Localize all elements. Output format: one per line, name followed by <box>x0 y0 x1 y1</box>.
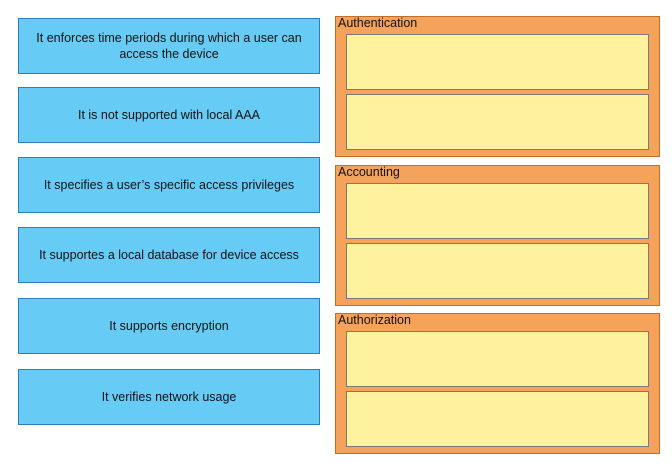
drop-slot[interactable] <box>346 331 649 387</box>
answer-item-label: It specifies a user’s specific access pr… <box>43 178 295 192</box>
drop-slot[interactable] <box>346 183 649 239</box>
drop-slot[interactable] <box>346 94 649 150</box>
drop-slot[interactable] <box>346 34 649 90</box>
drop-slot[interactable] <box>346 391 649 447</box>
answer-item-network-usage[interactable]: It verifies network usage <box>18 369 320 425</box>
target-group-authorization: Authorization <box>335 313 660 454</box>
answer-item-label: It supports encryption <box>109 319 229 333</box>
answer-item-label: It verifies network usage <box>101 390 237 404</box>
answer-item-label: It is not supported with local AAA <box>77 108 261 122</box>
answer-item-label: It enforces time periods during which a … <box>36 31 302 61</box>
answer-item-not-supported-local-aaa[interactable]: It is not supported with local AAA <box>18 87 320 143</box>
answer-item-time-periods[interactable]: It enforces time periods during which a … <box>18 18 320 74</box>
drop-slot[interactable] <box>346 243 649 299</box>
answer-item-label: It supportes a local database for device… <box>39 248 299 262</box>
group-label: Authentication <box>338 16 418 30</box>
target-group-accounting: Accounting <box>335 165 660 306</box>
answer-item-encryption[interactable]: It supports encryption <box>18 298 320 354</box>
group-label: Accounting <box>338 165 400 179</box>
target-group-authentication: Authentication <box>335 16 660 157</box>
group-label: Authorization <box>338 313 411 327</box>
answer-item-local-database[interactable]: It supportes a local database for device… <box>18 227 320 283</box>
answer-item-access-privileges[interactable]: It specifies a user’s specific access pr… <box>18 157 320 213</box>
